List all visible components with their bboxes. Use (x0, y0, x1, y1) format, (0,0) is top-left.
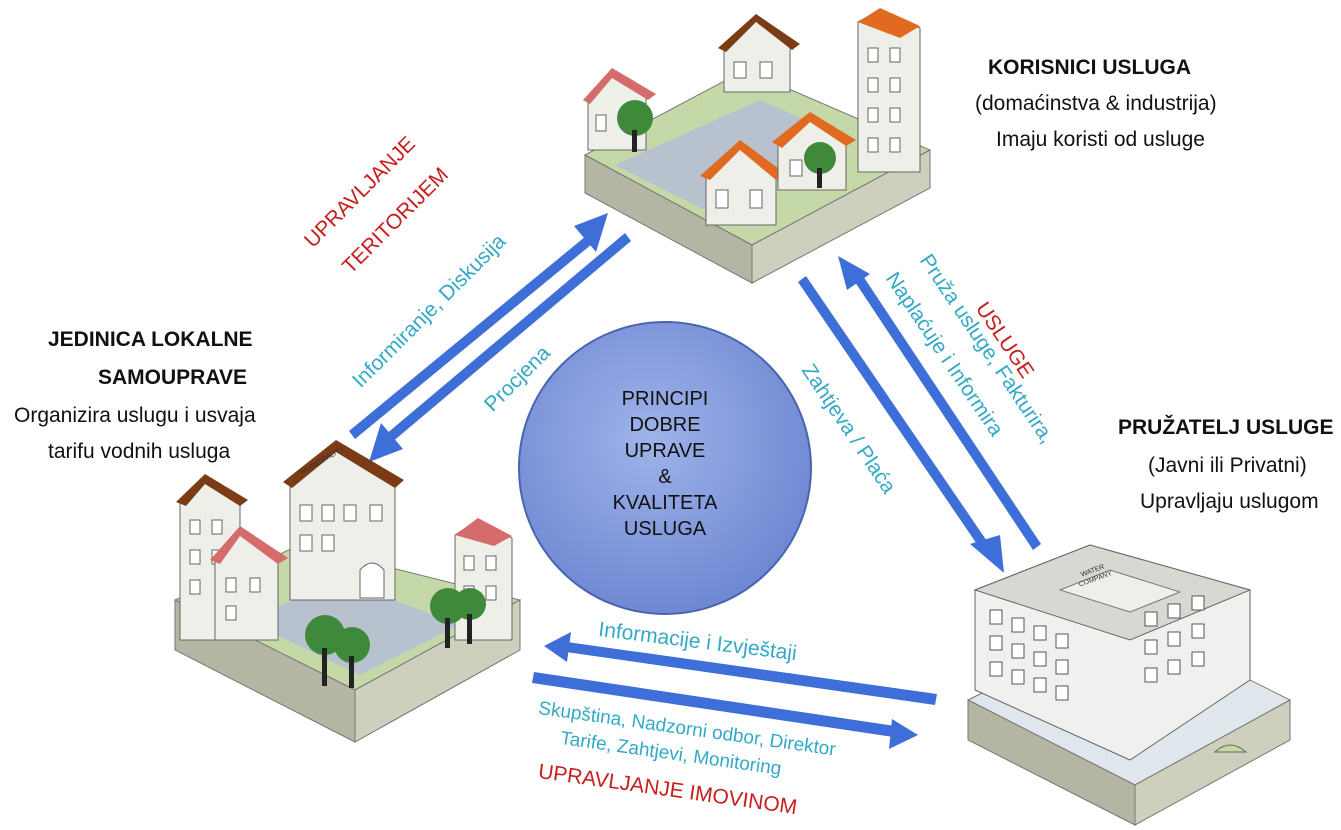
arrows (349, 213, 1041, 749)
arrow-to-local-gov-bottom (544, 632, 937, 705)
users-title: KORISNICI USLUGA (988, 56, 1192, 79)
arrow-to-provider (798, 276, 1004, 573)
provider-line1: (Javni ili Privatni) (1148, 454, 1307, 477)
center-line: USLUGA (623, 518, 707, 540)
arrow-to-users (349, 213, 608, 439)
users-line2: Imaju koristi od usluge (996, 128, 1205, 151)
center-line: DOBRE (629, 414, 701, 436)
provider-line2: Upravljaju uslugom (1140, 490, 1319, 513)
local-gov-title-2: SAMOUPRAVE (98, 366, 247, 389)
center-line: UPRAVE (624, 440, 706, 462)
users-line1: (domaćinstva & industrija) (975, 92, 1217, 115)
arrow-to-users-right (838, 256, 1041, 550)
local-gov-illustration (173, 440, 522, 743)
arrow-to-local-gov (369, 233, 631, 462)
local-gov-line2: tarifu vodnih usluga (48, 440, 231, 463)
center-line: KVALITETA (612, 492, 718, 514)
center-line: & (658, 466, 672, 488)
center-circle (518, 321, 812, 615)
users-neighborhood-illustration (583, 8, 932, 284)
center-principles-text: PRINCIPI DOBRE UPRAVE & KVALITETA USLUGA (565, 386, 765, 542)
arrow-to-provider-bottom (532, 672, 918, 749)
local-gov-title-1: JEDINICA LOKALNE (48, 328, 253, 351)
local-gov-line1: Organizira uslugu i usvaja (14, 404, 256, 427)
center-line: PRINCIPI (621, 388, 709, 410)
provider-illustration (966, 544, 1292, 826)
provider-title: PRUŽATELJ USLUGE (1118, 416, 1334, 439)
